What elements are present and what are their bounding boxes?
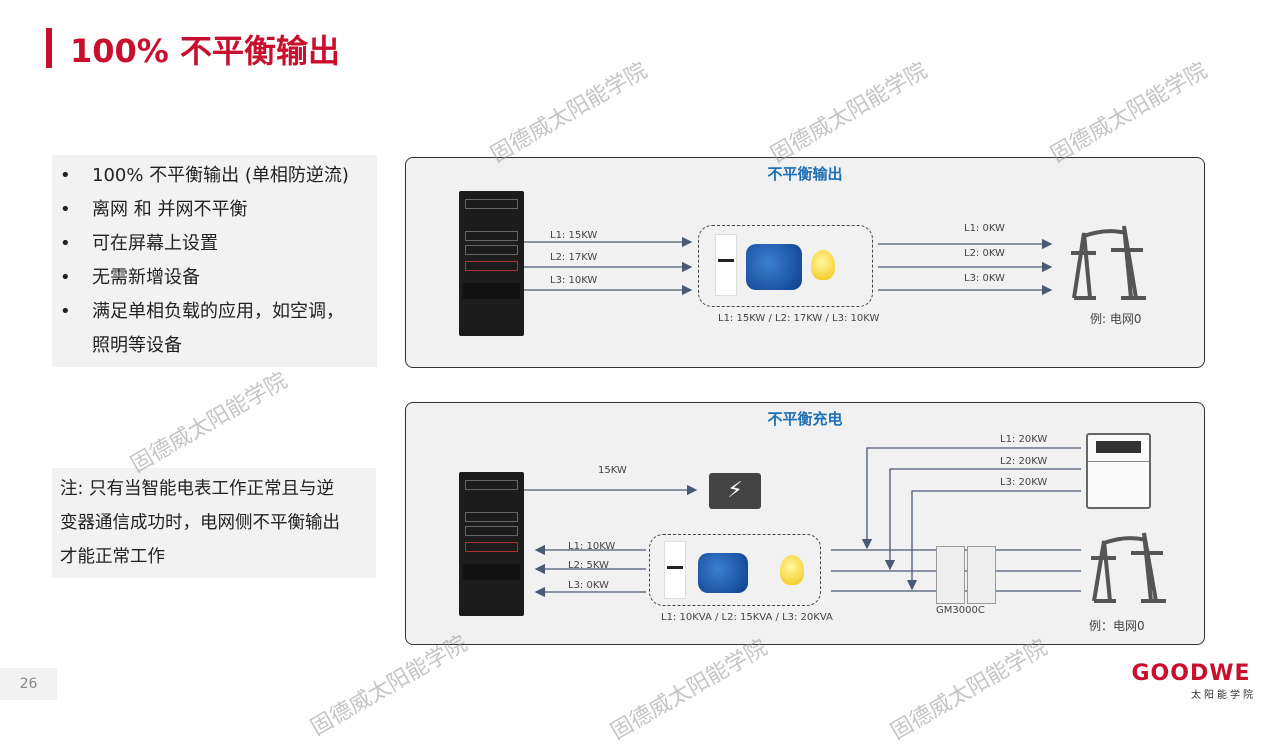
unbalanced-output-diagram: 不平衡输出 L1: 15KW L2: 17KW L3: 10KW L1: 15K…	[405, 157, 1205, 368]
input-label: L1: 15KW	[550, 230, 598, 241]
load-group	[649, 534, 821, 606]
load-group	[698, 225, 873, 307]
source-label: L2: 20KW	[1000, 456, 1048, 467]
diagram-title: 不平衡充电	[767, 410, 843, 428]
bullet-dot: •	[60, 267, 71, 288]
battery-power-label: 15KW	[598, 465, 627, 476]
output-label: L3: 0KW	[964, 273, 1005, 284]
power-flow-arrows	[524, 225, 1146, 300]
bullet-dot: •	[60, 199, 71, 220]
load-caption: L1: 10KVA / L2: 15KVA / L3: 20KVA	[661, 612, 833, 623]
light-bulb-icon	[780, 555, 804, 585]
watermark: 固德威太阳能学院	[486, 58, 652, 168]
watermark: 固德威太阳能学院	[606, 635, 772, 745]
feature-item: 离网 和 并网不平衡	[92, 199, 248, 220]
logo-subtitle: 太阳能学院	[1191, 690, 1256, 701]
note-line: 变器通信成功时，电网侧不平衡输出	[60, 513, 340, 533]
feature-list: • • • • • 100% 不平衡输出 (单相防逆流) 离网 和 并网不平衡 …	[52, 155, 377, 367]
load-label: L2: 5KW	[568, 560, 609, 571]
input-label: L2: 17KW	[550, 252, 598, 263]
air-conditioner-icon	[664, 541, 686, 599]
feature-item: 满足单相负载的应用，如空调，	[92, 301, 344, 322]
watermark: 固德威太阳能学院	[886, 635, 1052, 745]
input-label: L3: 10KW	[550, 275, 598, 286]
inverter-cabinet	[459, 472, 524, 616]
source-label: L1: 20KW	[1000, 434, 1048, 445]
page-number: 26	[0, 668, 57, 700]
bullet-dot: •	[60, 301, 71, 322]
battery-icon: ⚡	[709, 473, 761, 509]
grid-caption: 例: 电网0	[1090, 312, 1142, 326]
title-accent-bar	[46, 28, 52, 68]
load-label: L3: 0KW	[568, 580, 609, 591]
source-label: L3: 20KW	[1000, 477, 1048, 488]
watermark: 固德威太阳能学院	[766, 58, 932, 168]
note-line: 注: 只有当智能电表工作正常且与逆	[60, 479, 334, 499]
load-label: L1: 10KW	[568, 541, 616, 552]
bullet-dot: •	[60, 165, 71, 186]
load-caption: L1: 15KW / L2: 17KW / L3: 10KW	[718, 313, 880, 324]
power-flow-arrows	[524, 447, 1166, 603]
page-title: 100% 不平衡输出	[70, 32, 341, 70]
power-tower-icon	[1071, 225, 1146, 300]
feature-item: 照明等设备	[92, 335, 182, 356]
meter-label: GM3000C	[936, 605, 985, 616]
power-tower-icon	[1091, 532, 1166, 603]
feature-item: 100% 不平衡输出 (单相防逆流)	[92, 165, 349, 186]
output-label: L2: 0KW	[964, 248, 1005, 259]
bullet-dot: •	[60, 233, 71, 254]
output-label: L1: 0KW	[964, 223, 1005, 234]
inverter-cabinet	[459, 191, 524, 336]
feature-item: 无需新增设备	[92, 267, 200, 288]
motor-icon	[698, 553, 748, 593]
air-conditioner-icon	[715, 234, 737, 296]
logo-brand: GOODWE	[1131, 661, 1251, 686]
unbalanced-charging-diagram: 不平衡充电 15KW ⚡ L1: 10KW L2: 5KW L3: 0KW L1…	[405, 402, 1205, 645]
diagram-title: 不平衡输出	[767, 165, 843, 183]
note-box: 注: 只有当智能电表工作正常且与逆 变器通信成功时，电网侧不平衡输出 才能正常工…	[52, 468, 376, 578]
goodwe-logo: GOODWE 太阳能学院	[1126, 661, 1256, 702]
light-bulb-icon	[811, 250, 835, 280]
motor-icon	[746, 244, 802, 290]
inverter-device-icon	[1086, 433, 1151, 509]
feature-item: 可在屏幕上设置	[92, 233, 218, 254]
smart-meter-icon	[936, 546, 996, 604]
watermark: 固德威太阳能学院	[126, 368, 292, 478]
grid-caption: 例：电网0	[1089, 619, 1145, 633]
watermark: 固德威太阳能学院	[1046, 58, 1212, 168]
note-line: 才能正常工作	[60, 547, 165, 567]
